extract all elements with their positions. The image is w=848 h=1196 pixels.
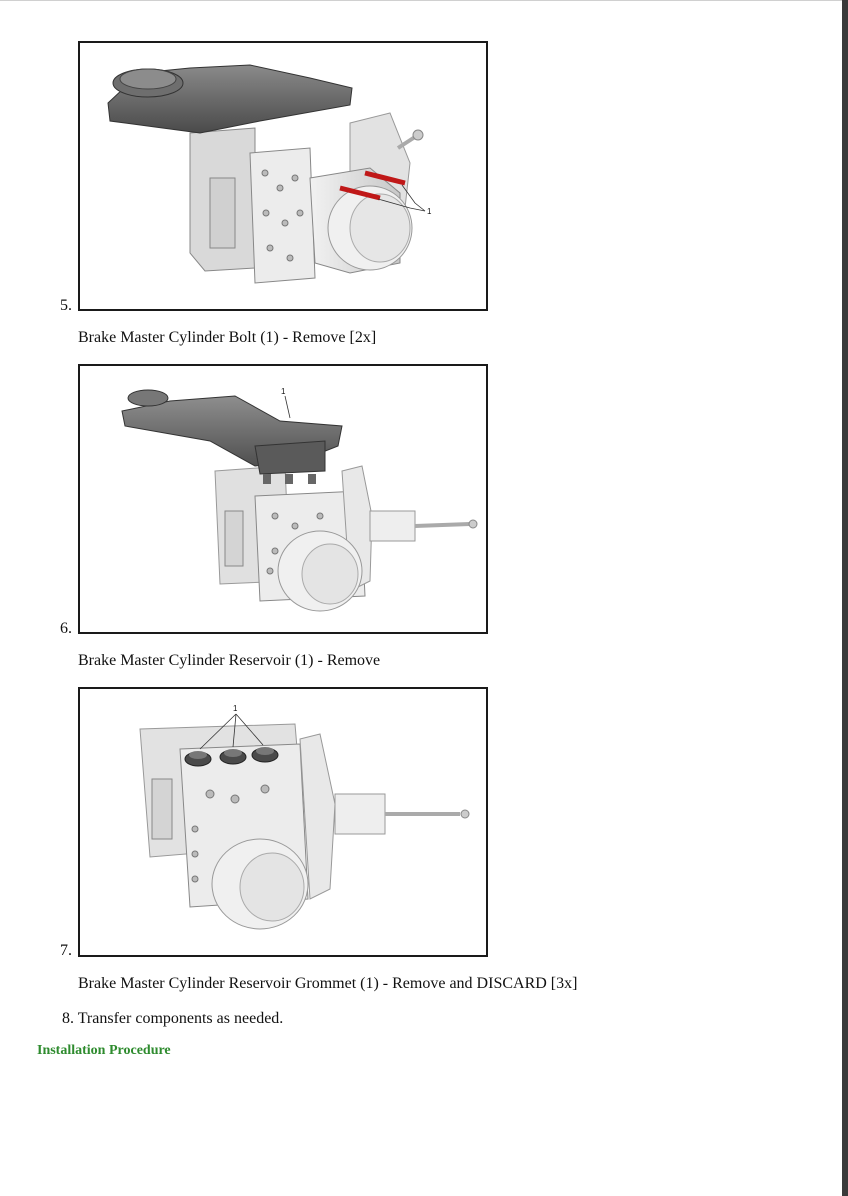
step-number: 7. [60, 942, 72, 959]
step-number: 6. [60, 620, 72, 637]
callout-label: 1 [427, 207, 432, 216]
step-caption: Brake Master Cylinder Reservoir Grommet … [78, 975, 578, 992]
callout-label: 1 [281, 387, 286, 396]
grommet-illustration: 1 [139, 704, 470, 930]
brake-bolt-illustration: 1 [107, 64, 432, 284]
page-right-edge [842, 0, 848, 1196]
figure-step-6: 1 [78, 364, 488, 634]
reservoir-illustration: 1 [121, 387, 478, 612]
step-caption: Brake Master Cylinder Reservoir (1) - Re… [78, 652, 381, 669]
figure-step-7: 1 [78, 687, 488, 957]
step-caption: Brake Master Cylinder Bolt (1) - Remove … [78, 329, 377, 346]
page-top-border [0, 0, 842, 1]
callout-label: 1 [233, 704, 238, 713]
installation-procedure-heading[interactable]: Installation Procedure [37, 1043, 171, 1058]
step-8-text: 8. Transfer components as needed. [62, 1010, 284, 1027]
figure-step-5: 1 [78, 41, 488, 311]
step-number: 5. [60, 297, 72, 314]
